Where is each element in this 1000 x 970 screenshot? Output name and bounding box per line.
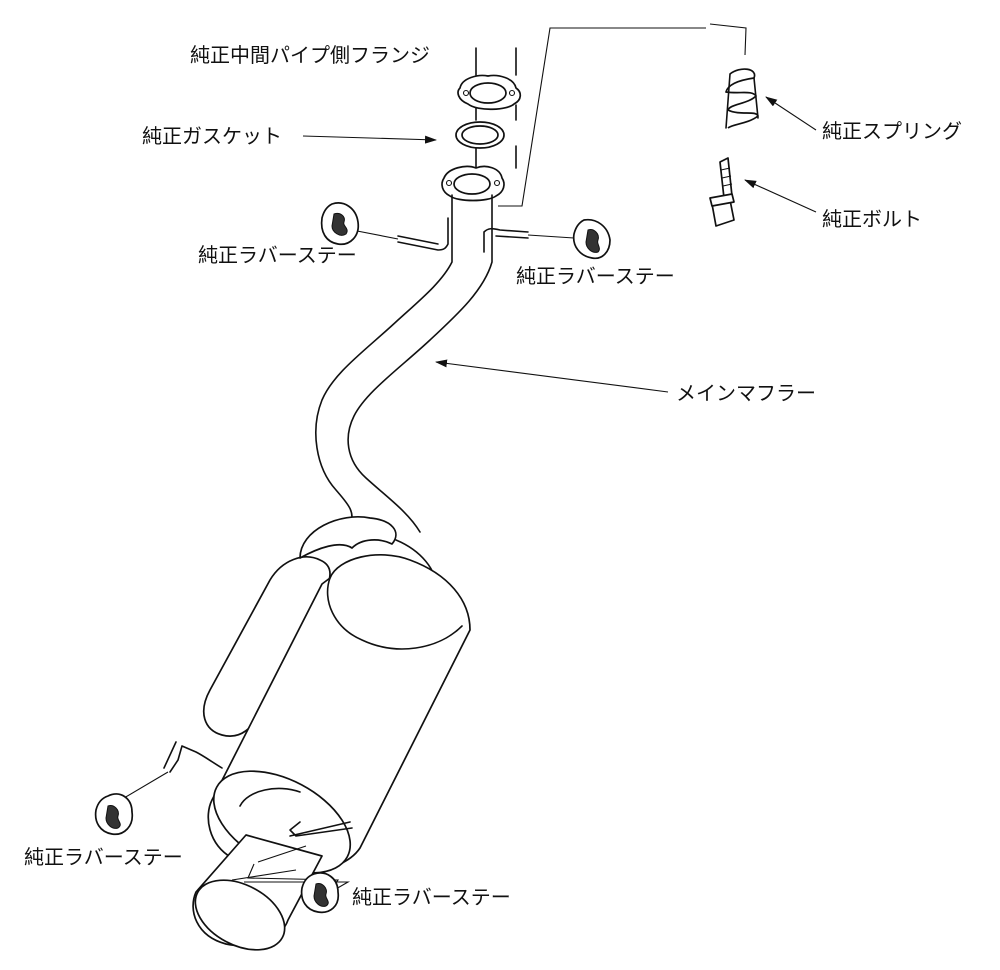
label-flange: 純正中間パイプ側フランジ bbox=[190, 43, 430, 67]
label-rubber-stay-upper-left: 純正ラバーステー bbox=[198, 243, 357, 267]
main-pipe bbox=[315, 194, 493, 533]
bolt-part bbox=[709, 157, 735, 227]
lower-right-hanger bbox=[247, 821, 353, 914]
muffler-body bbox=[192, 516, 471, 951]
label-gasket: 純正ガスケット bbox=[142, 124, 282, 148]
label-bolt: 純正ボルト bbox=[822, 207, 922, 231]
flange-part bbox=[457, 74, 522, 111]
label-rubber-stay-lower-right: 純正ラバーステー bbox=[352, 885, 511, 909]
label-rubber-stay-lower-left: 純正ラバーステー bbox=[24, 845, 183, 869]
spring-part bbox=[725, 68, 759, 129]
label-main-muffler: メインマフラー bbox=[676, 381, 816, 405]
gasket-part bbox=[455, 121, 505, 149]
label-spring: 純正スプリング bbox=[822, 119, 962, 143]
muffler-inlet-flange bbox=[441, 165, 505, 202]
leader-frame bbox=[498, 23, 747, 207]
lower-left-hanger bbox=[94, 741, 223, 836]
label-rubber-stay-upper-right: 純正ラバーステー bbox=[516, 264, 675, 288]
upper-right-hanger bbox=[483, 218, 611, 260]
upper-left-hanger bbox=[320, 202, 449, 251]
